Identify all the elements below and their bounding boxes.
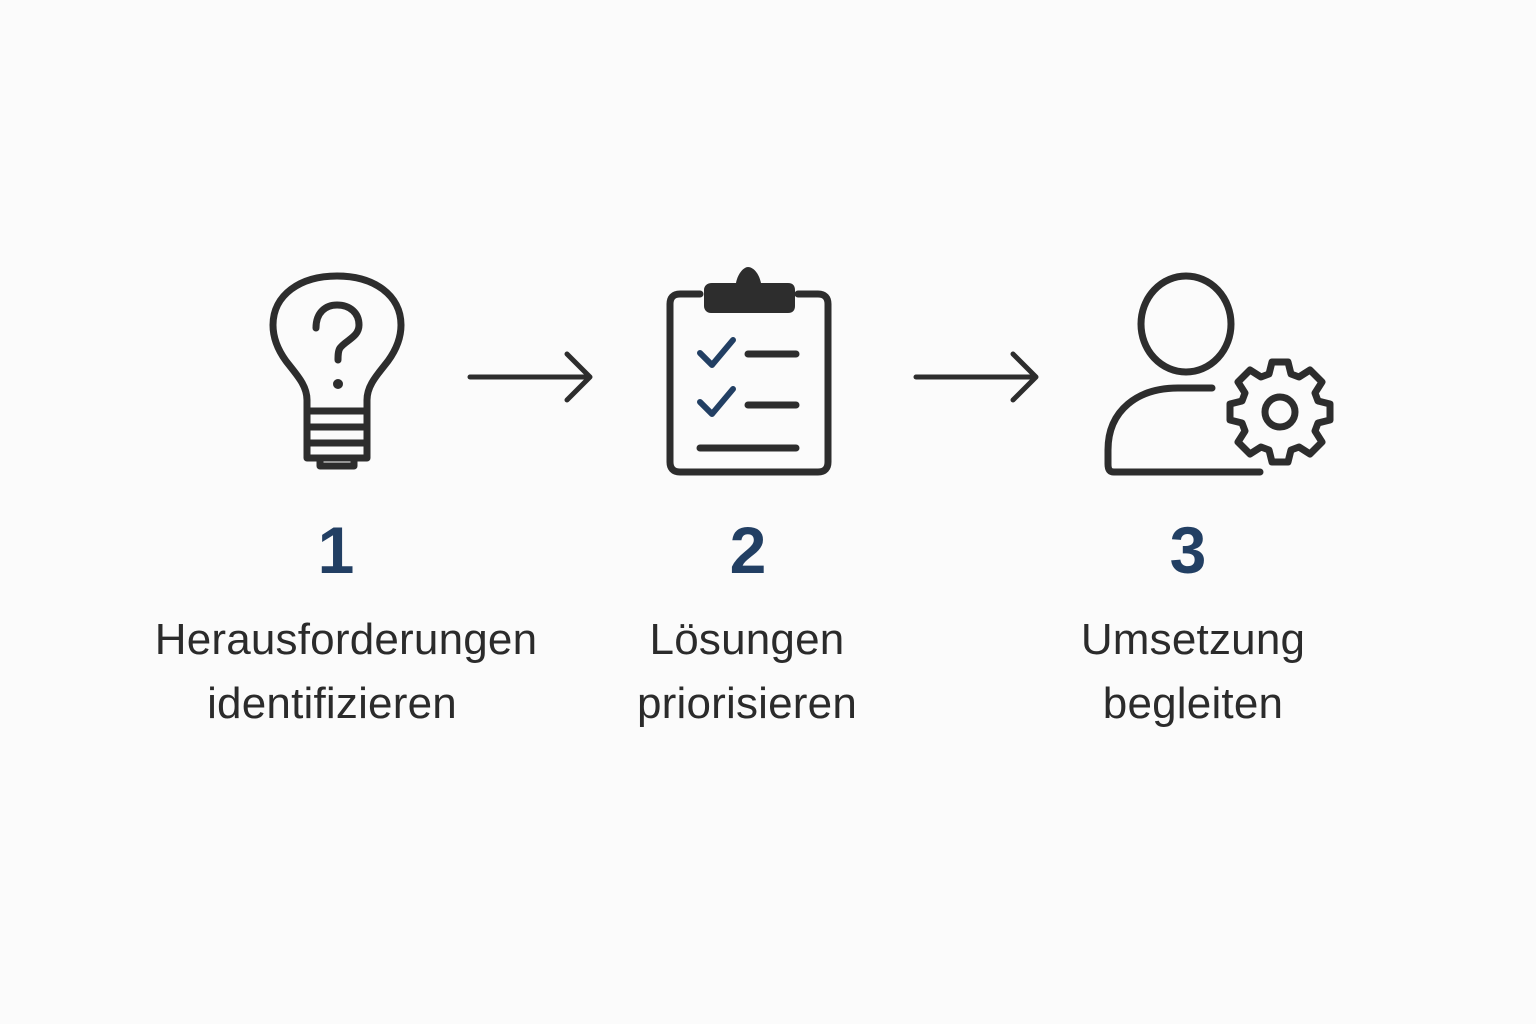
arrow-right-icon [467, 351, 593, 403]
step-3-label-line-2: begleiten [1102, 679, 1284, 728]
step-3-label: Umsetzung begleiten [933, 608, 1453, 736]
step-2-label: Lösungen priorisieren [487, 608, 1007, 736]
step-3-label-line-1: Umsetzung [1080, 615, 1306, 664]
step-1-label-line-2: identifizieren [207, 679, 457, 728]
step-1-label: Herausforderungen identifizieren [86, 608, 606, 736]
step-2-label-line-1: Lösungen [649, 615, 845, 664]
lightbulb-question-icon [269, 272, 405, 470]
user-gear-icon [1104, 272, 1334, 476]
clipboard-checklist-icon [666, 267, 832, 476]
step-3-number: 3 [1169, 513, 1207, 587]
arrow-right-icon [913, 351, 1039, 403]
step-1-label-line-1: Herausforderungen [154, 615, 538, 664]
step-1-number: 1 [317, 513, 355, 587]
step-2-number: 2 [729, 513, 767, 587]
step-2-label-line-2: priorisieren [636, 679, 858, 728]
